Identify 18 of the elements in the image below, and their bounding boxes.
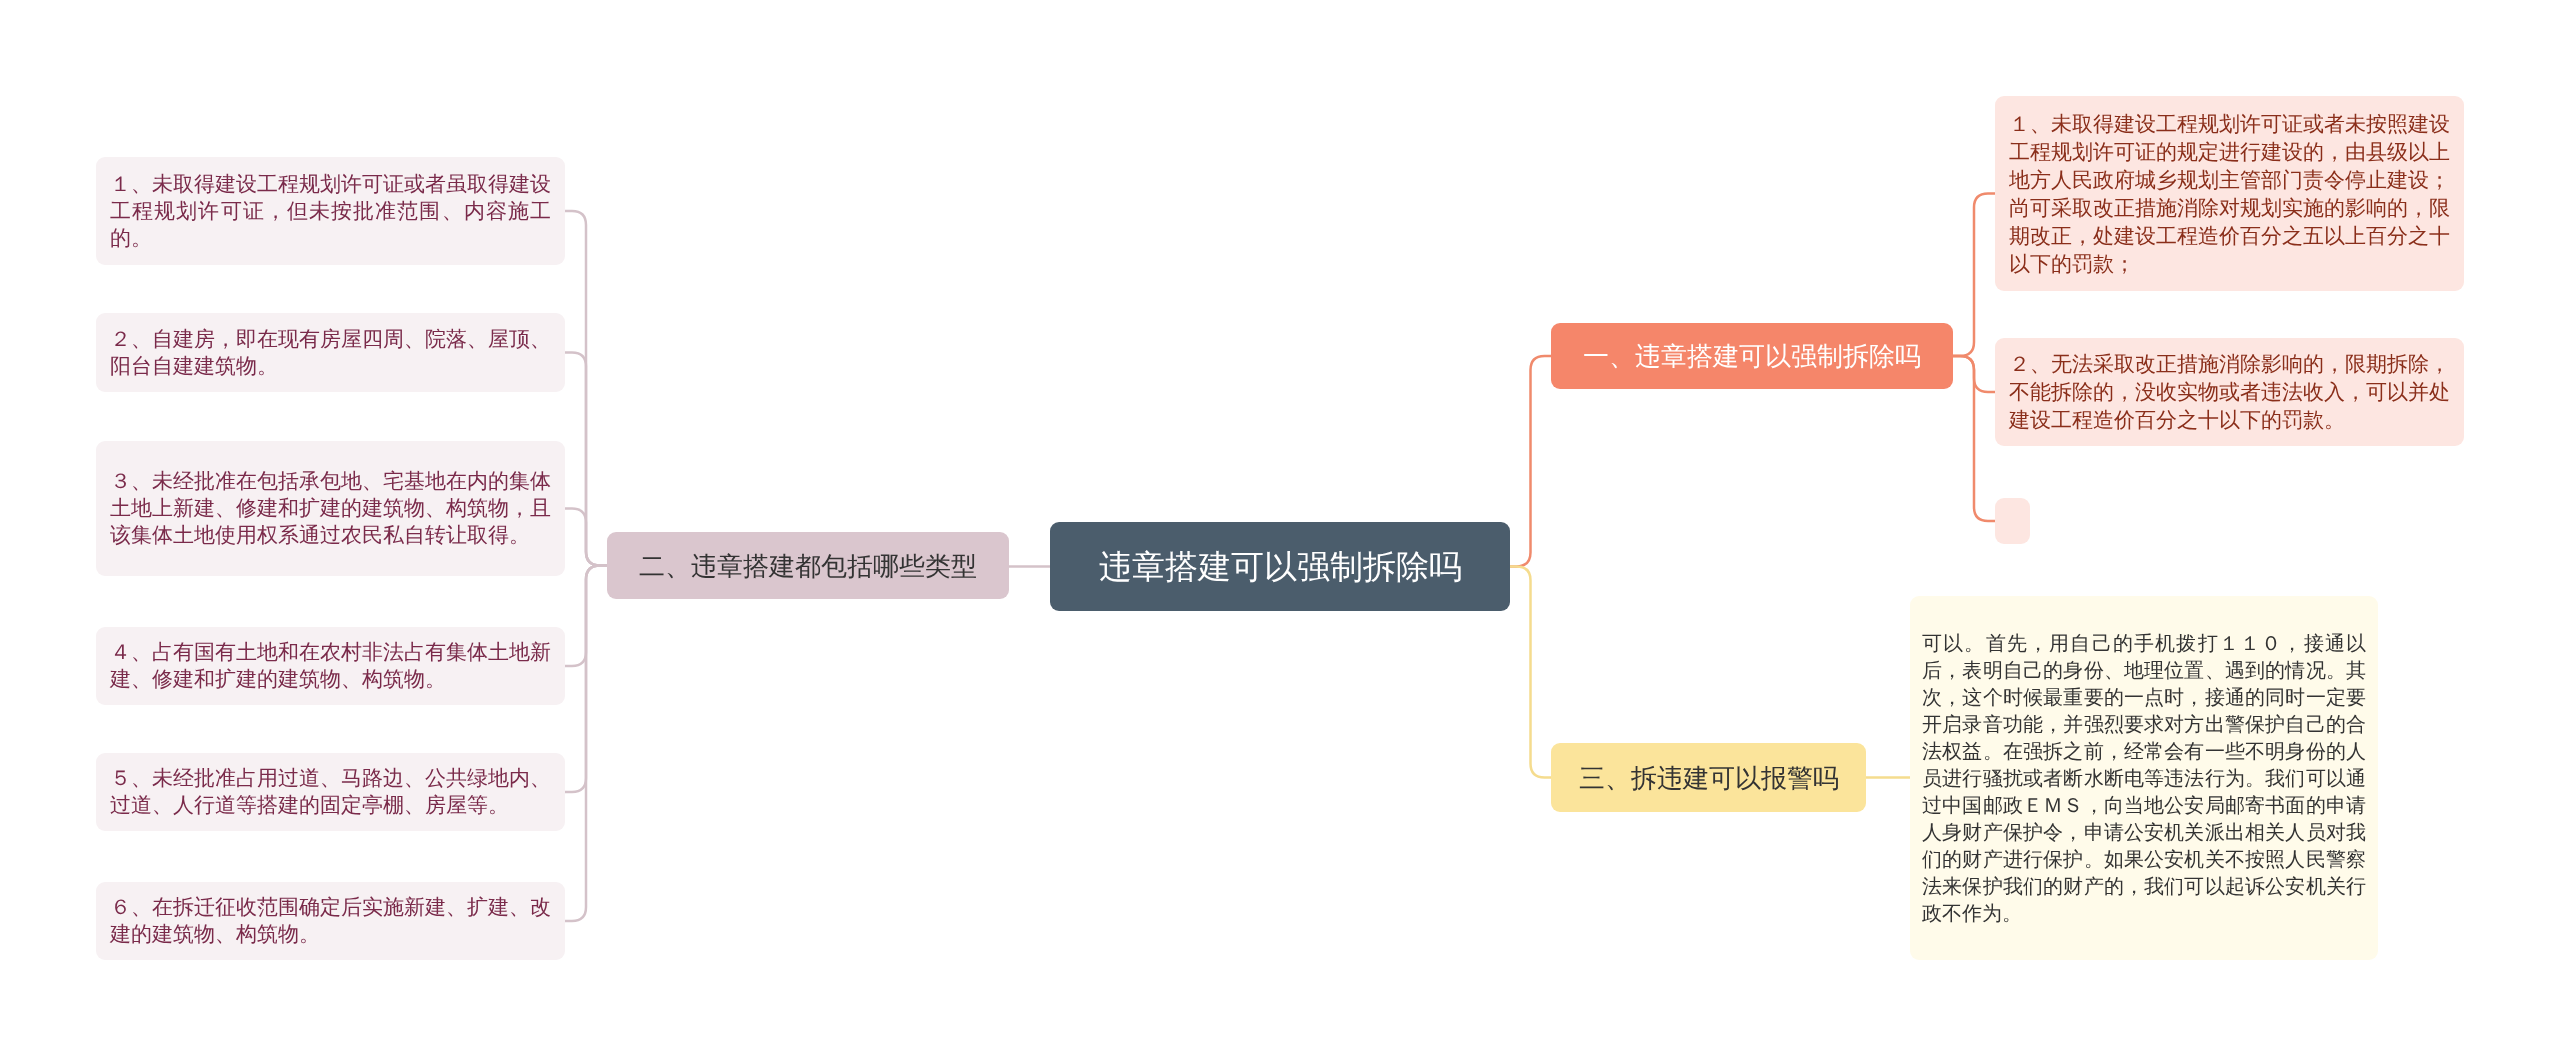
note-box: １、未取得建设工程规划许可证或者未按照建设工程规划许可证的规定进行建设的，由县级以上地方人民政府城乡规划主管部门责令停止建设；尚可采取改正措施消除对规划实施的影响的，限期改正，处建设工程造价百分之五以上百分之十以下的罚款； (1995, 96, 2464, 291)
note-box: ６、在拆迁征收范围确定后实施新建、扩建、改建的建筑物、构筑物。 (96, 882, 565, 960)
note-box: ５、未经批准占用过道、马路边、公共绿地内、过道、人行道等搭建的固定亭棚、房屋等。 (96, 753, 565, 831)
topic-box: 二、违章搭建都包括哪些类型 (607, 532, 1009, 599)
note-box: ４、占有国有土地和在农村非法占有集体土地新建、修建和扩建的建筑物、构筑物。 (96, 627, 565, 705)
topic-box: 三、拆违建可以报警吗 (1551, 743, 1866, 812)
note-box: １、未取得建设工程规划许可证或者虽取得建设工程规划许可证，但未按批准范围、内容施工的。 (96, 157, 565, 265)
topic-box: 一、违章搭建可以强制拆除吗 (1551, 323, 1953, 389)
empty-box (1995, 498, 2030, 544)
note-box: ３、未经批准在包括承包地、宅基地在内的集体土地上新建、修建和扩建的建筑物、构筑物，且该集体土地使用权系通过农民私自转让取得。 (96, 441, 565, 576)
connector-line (565, 564, 607, 923)
note-box: ２、无法采取改正措施消除影响的，限期拆除，不能拆除的，没收实物或者违法收入，可以并处建设工程造价百分之十以下的罚款。 (1995, 338, 2464, 446)
root-topic-box: 违章搭建可以强制拆除吗 (1050, 522, 1510, 611)
connector-line (1009, 565, 1050, 568)
note-box: ２、自建房，即在现有房屋四周、院落、屋顶、阳台自建建筑物。 (96, 313, 565, 392)
connector-line (1510, 565, 1551, 779)
connector-line (1866, 776, 1910, 779)
note-box: 可以。首先，用自己的手机拨打１１０，接通以后，表明自己的身份、地理位置、遇到的情况。其次，这个时候最重要的一点时，接通的同时一定要开启录音功能，并强烈要求对方出警保护自己的合法权益。在强拆之前，经常会有一些不明身份的人员进行骚扰或者断水断电等违法行为。我们可以通过中国邮政ＥＭＳ，向当地公安局邮寄书面的申请人身财产保护令，申请公安机关派出相关人员对我们的财产进行保护。如果公安机关不按照人民警察法来保护我们的财产的，我们可以起诉公安机关行政不作为。 (1910, 596, 2378, 960)
